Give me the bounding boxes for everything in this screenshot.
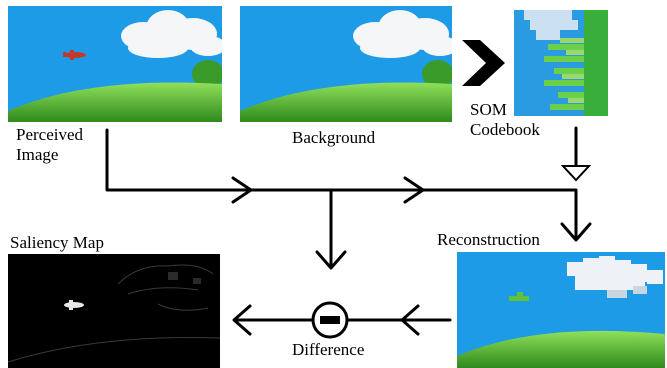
perceived-image [8,6,222,122]
som-label-line2: Codebook [470,120,540,139]
difference-label: Difference [292,340,365,359]
minus-circle-icon [311,301,349,339]
reconstruction-image [457,252,665,368]
saliency-map-label: Saliency Map [10,233,104,252]
som-codebook [514,10,608,116]
som-label-line1: SOM [470,100,507,119]
airplane [63,50,86,60]
hollow-arrowhead [560,165,592,182]
background-label: Background [292,128,376,147]
airplane-saliency [64,300,84,310]
perceived-label-line2: Image [16,145,59,164]
reconstruction-label: Reconstruction [437,230,540,249]
background-image [240,6,452,122]
saliency-map-image [8,254,220,368]
perceived-label-line1: Perceived [16,125,84,144]
chevron-right-icon [462,40,505,86]
